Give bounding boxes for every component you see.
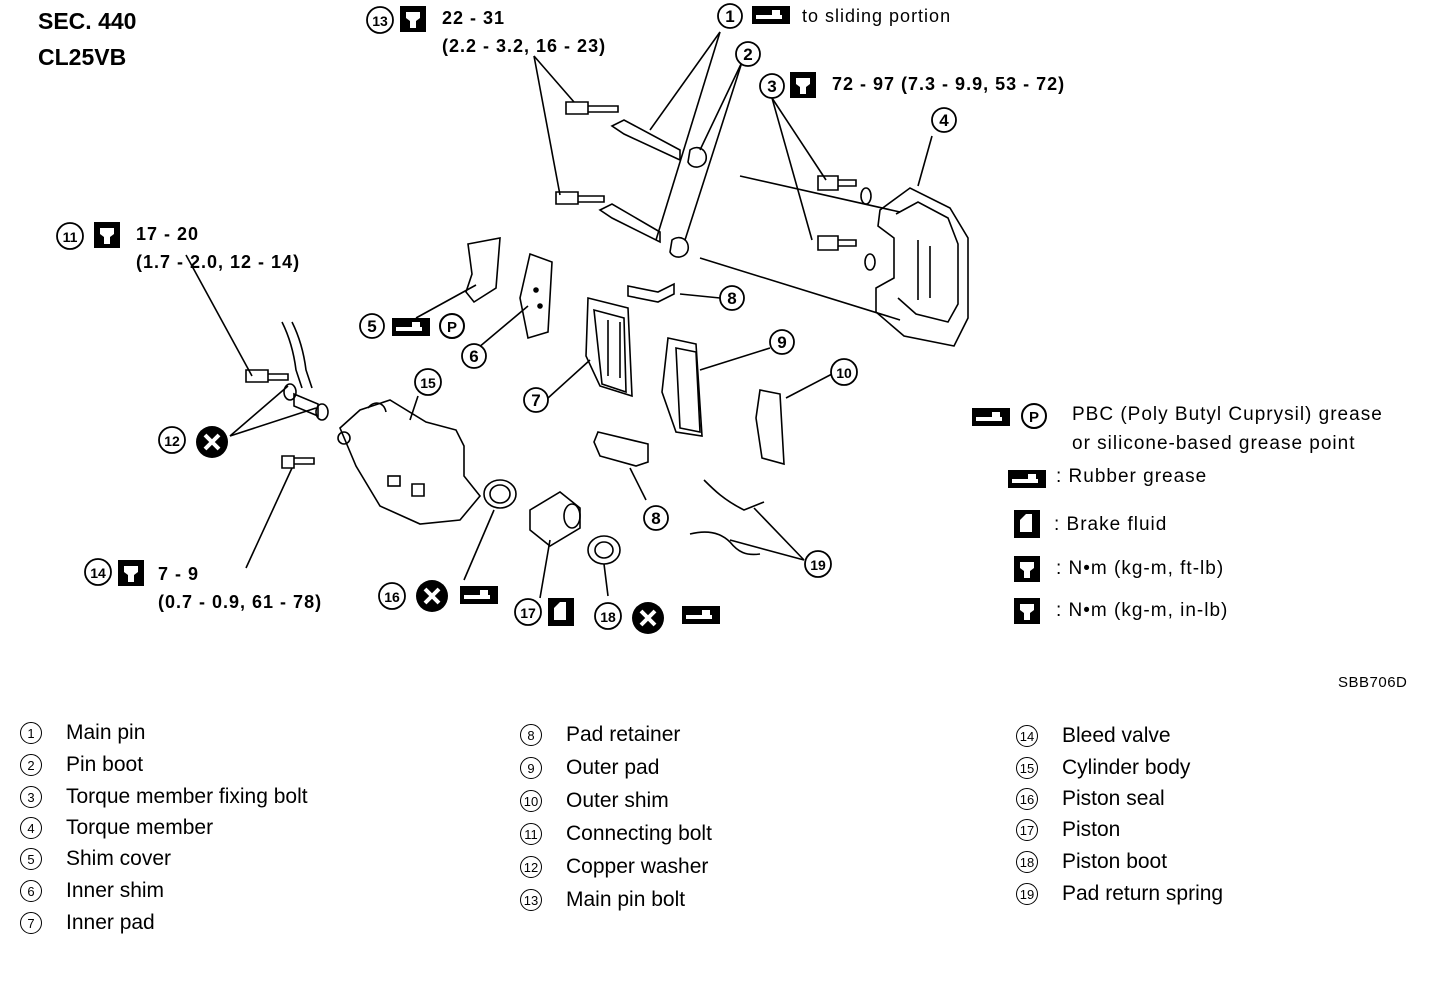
legend-brake-fluid: : Brake fluid xyxy=(1054,514,1168,535)
callout-6: 6 xyxy=(469,347,478,366)
callout-3: 3 xyxy=(767,77,776,96)
legend-torque-ftlb: : N•m (kg-m, ft-lb) xyxy=(1056,558,1225,579)
part-name: Outer shim xyxy=(566,789,669,812)
callout-10: 10 xyxy=(836,365,852,381)
section-title: SEC. 440 xyxy=(38,8,137,34)
legend-torque-inlb: : N•m (kg-m, in-lb) xyxy=(1056,600,1229,621)
legend-grease-icon-pbc xyxy=(972,408,1010,426)
part-name: Pin boot xyxy=(66,753,144,776)
replace-icon-18 xyxy=(630,600,666,636)
callout-7: 7 xyxy=(531,391,540,410)
torque-wrench-icon-11 xyxy=(94,222,120,248)
part-name: Torque member fixing bolt xyxy=(66,785,308,808)
callout-16: 16 xyxy=(384,589,400,605)
callout-13: 13 xyxy=(372,13,388,29)
spec-main-pin-bolt-2: (2.2 - 3.2, 16 - 23) xyxy=(442,36,607,56)
part-name: Piston seal xyxy=(1062,787,1165,810)
callout-12: 12 xyxy=(164,433,180,449)
pbc-grease-icon-5: P xyxy=(439,313,465,339)
rubber-grease-icon-5 xyxy=(392,318,430,336)
exploded-diagram: 1 2 3 4 5 6 7 8 8 9 10 11 12 13 14 15 16… xyxy=(56,3,1047,636)
callout-18: 18 xyxy=(600,609,616,625)
part-name: Shim cover xyxy=(66,847,172,870)
legend-pbc-line1: PBC (Poly Butyl Cuprysil) grease xyxy=(1072,404,1383,425)
spec-torque-member-bolt: 72 - 97 (7.3 - 9.9, 53 - 72) xyxy=(832,74,1066,94)
svg-text:P: P xyxy=(447,319,457,336)
legend-torque-ftlb-icon xyxy=(1014,556,1040,582)
spec-sliding-portion: to sliding portion xyxy=(802,6,952,26)
legend-rubber-grease: : Rubber grease xyxy=(1056,466,1208,487)
part-name: Inner pad xyxy=(66,911,155,934)
rubber-grease-icon-1 xyxy=(752,6,790,24)
part-name: Pad retainer xyxy=(566,723,681,746)
part-name: Pad return spring xyxy=(1062,882,1224,905)
callout-2: 2 xyxy=(743,45,752,64)
part-name: Bleed valve xyxy=(1062,724,1171,747)
callout-8b: 8 xyxy=(651,509,660,528)
part-name: Piston boot xyxy=(1062,850,1168,873)
torque-wrench-icon-3 xyxy=(790,72,816,98)
part-name: Inner shim xyxy=(66,879,165,902)
part-name: Torque member xyxy=(66,816,214,839)
part-name: Cylinder body xyxy=(1062,756,1191,779)
spec-bleed-valve-1: 7 - 9 xyxy=(158,564,200,584)
callout-8a: 8 xyxy=(727,289,736,308)
legend-brake-fluid-icon xyxy=(1014,510,1040,538)
legend-pbc-icon: P xyxy=(1021,403,1047,429)
spec-bleed-valve-2: (0.7 - 0.9, 61 - 78) xyxy=(158,592,323,612)
part-name: Main pin bolt xyxy=(566,888,686,911)
part-name: Main pin xyxy=(66,721,146,744)
spec-connecting-bolt-1: 17 - 20 xyxy=(136,224,200,244)
figure-code: SBB706D xyxy=(1338,674,1408,691)
replace-icon-12 xyxy=(194,424,230,460)
callout-17: 17 xyxy=(520,605,536,621)
callout-4: 4 xyxy=(939,111,949,130)
callout-11: 11 xyxy=(63,229,78,245)
rubber-grease-icon-18 xyxy=(682,606,720,624)
part-name: Piston xyxy=(1062,818,1121,841)
brake-fluid-icon-17 xyxy=(548,598,574,626)
callout-5: 5 xyxy=(367,317,376,336)
spec-main-pin-bolt-1: 22 - 31 xyxy=(442,8,506,28)
legend-pbc-line2: or silicone-based grease point xyxy=(1072,433,1356,454)
rubber-grease-icon-16 xyxy=(460,586,498,604)
callout-9: 9 xyxy=(777,333,786,352)
callout-15: 15 xyxy=(420,375,436,391)
replace-icon-16 xyxy=(414,578,450,614)
model-title: CL25VB xyxy=(38,44,127,70)
callout-1: 1 xyxy=(725,7,734,26)
legend-torque-inlb-icon xyxy=(1014,598,1040,624)
callout-19: 19 xyxy=(810,557,826,573)
torque-wrench-inlb-icon-14 xyxy=(118,560,144,586)
spec-connecting-bolt-2: (1.7 - 2.0, 12 - 14) xyxy=(136,252,301,272)
torque-wrench-icon-13 xyxy=(400,6,426,32)
part-name: Copper washer xyxy=(566,855,709,878)
legend-rubber-grease-icon xyxy=(1008,470,1046,488)
part-name: Outer pad xyxy=(566,756,660,779)
svg-text:P: P xyxy=(1029,409,1039,426)
callout-14: 14 xyxy=(90,565,106,581)
part-name: Connecting bolt xyxy=(566,822,712,845)
